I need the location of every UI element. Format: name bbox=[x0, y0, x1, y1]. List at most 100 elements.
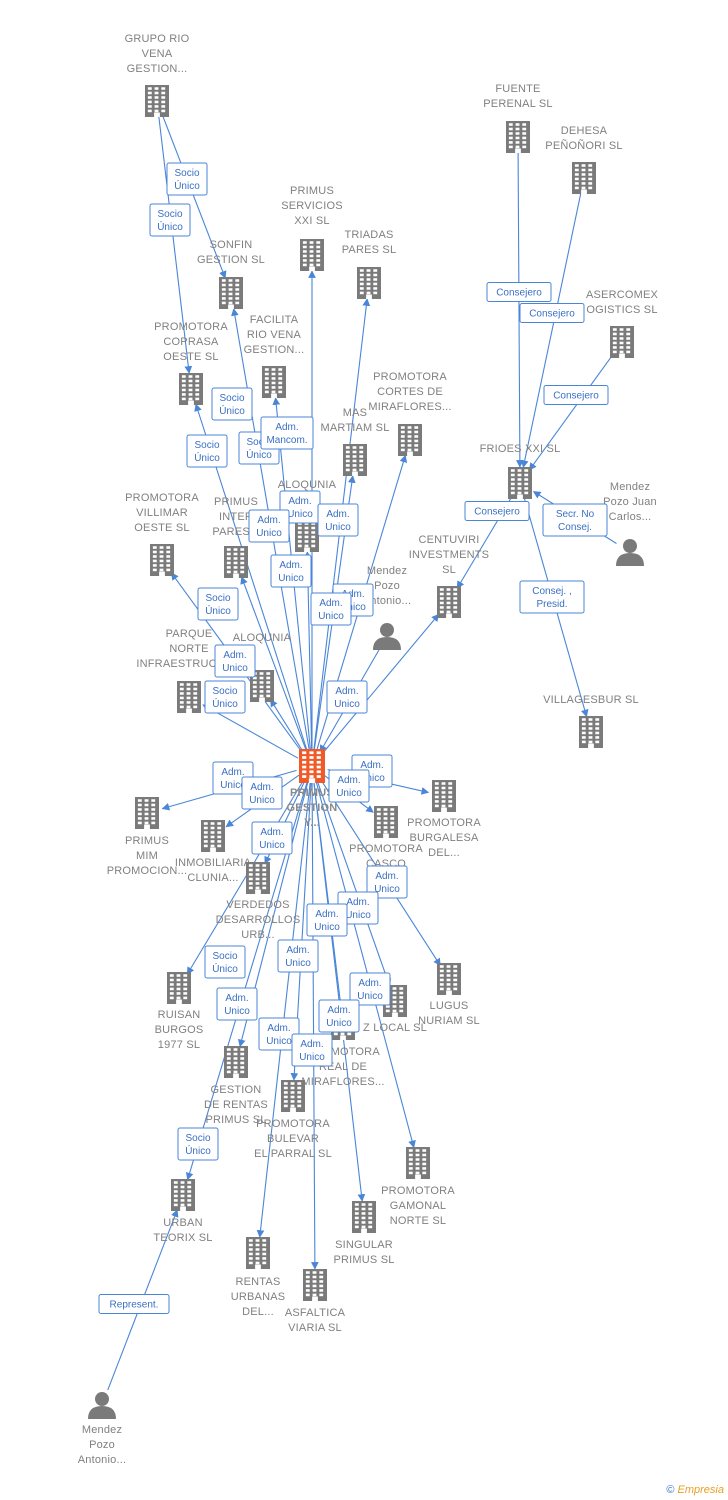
edge-dehesa-frioes bbox=[520, 193, 582, 469]
edge-label-main-centuviri[interactable]: Adm.Unico bbox=[310, 592, 352, 626]
edge-label-main-mas[interactable]: Adm.Mancom. bbox=[260, 416, 314, 450]
node-primint[interactable]: PRIMUSINTERPARES... bbox=[212, 496, 259, 578]
node-burgalesa[interactable]: PROMOTORABURGALESADEL... bbox=[407, 780, 481, 859]
edge-label-mendezmid-main[interactable]: Adm.Unico bbox=[326, 680, 368, 714]
edge-label-main-aloqunia2[interactable]: Adm.Unico bbox=[214, 644, 256, 678]
node-label: ALOQUNIA bbox=[278, 479, 337, 491]
edge-label-main-verdedos[interactable]: Adm.Unico bbox=[251, 821, 293, 855]
edge-label-main-triadas[interactable]: Adm.Unico bbox=[317, 503, 359, 537]
edge-label-main-realmira[interactable]: Adm.Unico bbox=[306, 903, 348, 937]
edge-label-fuente-frioes[interactable]: Consejero bbox=[486, 282, 552, 302]
node-label: Mendez bbox=[367, 565, 407, 577]
edge-label-main-promcasco[interactable]: Adm.Unico bbox=[328, 769, 370, 803]
node-label: PARQUE bbox=[166, 628, 213, 640]
brand-logo[interactable]: Empresia bbox=[677, 1484, 724, 1496]
edge-label-text: Unico bbox=[266, 1036, 292, 1047]
person-icon bbox=[373, 623, 401, 650]
node-grupo[interactable]: GRUPO RIOVENAGESTION... bbox=[125, 33, 190, 117]
edge-label-main-gestrentas[interactable]: Adm.Unico bbox=[216, 987, 258, 1021]
building-icon bbox=[610, 326, 634, 358]
node-verdedos[interactable]: VERDEDOSDESARROLLOSURB... bbox=[216, 862, 301, 941]
edge-label-main-primserv[interactable]: Adm.Unico bbox=[279, 490, 321, 524]
edge-label-main-singular[interactable]: Adm.Unico bbox=[318, 999, 360, 1033]
edge-label-main-aloqunia1[interactable]: Adm.Unico bbox=[270, 554, 312, 588]
node-sonfin[interactable]: SONFIN GESTION SL bbox=[197, 239, 265, 309]
node-mendezmid[interactable]: MendezPozoAntonio... bbox=[363, 565, 411, 650]
node-label: FACILITA bbox=[250, 314, 299, 326]
edge-main-local bbox=[316, 780, 391, 987]
node-label: SL bbox=[442, 564, 456, 576]
edge-label-main-asfaltica[interactable]: Adm.Unico bbox=[291, 1033, 333, 1067]
node-label: ASFALTICA bbox=[285, 1307, 346, 1319]
person-icon bbox=[616, 539, 644, 566]
node-mendezant[interactable]: MendezPozoAntonio... bbox=[78, 1392, 126, 1466]
edge-label-text: Unico bbox=[345, 910, 371, 921]
node-label: PROMOTORA bbox=[256, 1118, 330, 1130]
edge-fuente-frioes bbox=[516, 152, 524, 468]
edge-label-mendezant-urban[interactable]: Represent. bbox=[98, 1294, 170, 1314]
edge-label-text: Adm. bbox=[260, 827, 283, 838]
building-icon bbox=[246, 862, 270, 894]
node-label: DESARROLLOS bbox=[216, 914, 301, 926]
node-label: DE RENTAS bbox=[204, 1099, 268, 1111]
edge-label-frioes-centuviri[interactable]: Consejero bbox=[464, 501, 530, 521]
node-main[interactable]: PRIMUSGESTIONY... bbox=[287, 749, 338, 829]
node-clunia[interactable]: INMOBILIARIACLUNIA... bbox=[175, 820, 252, 884]
edge-label-main-clunia[interactable]: Adm.Unico bbox=[241, 776, 283, 810]
node-label: Pozo Juan bbox=[603, 496, 657, 508]
edge-label-dehesa-frioes[interactable]: Consejero bbox=[519, 303, 585, 323]
node-rentas[interactable]: RENTASURBANASDEL... bbox=[231, 1237, 286, 1318]
node-label: RENTAS bbox=[235, 1276, 280, 1288]
node-label: SONFIN bbox=[210, 239, 253, 251]
edge-label-main-primint[interactable]: Adm.Unico bbox=[248, 509, 290, 543]
edge-label-asercomex-frioes[interactable]: Consejero bbox=[543, 385, 609, 405]
edge-label-text: Único bbox=[246, 448, 272, 461]
edge-label-text: Adm. bbox=[223, 650, 246, 661]
node-primmim[interactable]: PRIMUSMIMPROMOCION... bbox=[107, 797, 188, 877]
edge-label-main-bulevar[interactable]: Adm.Unico bbox=[277, 939, 319, 973]
node-label: GRUPO RIO bbox=[125, 33, 190, 45]
edge-label-text: Socio bbox=[212, 686, 237, 697]
edge-grupo-coprasa bbox=[158, 116, 193, 374]
edge-label-main-gamonal[interactable]: Adm.Unico bbox=[349, 972, 391, 1006]
edge-label-main-lugus[interactable]: Adm.Unico bbox=[366, 865, 408, 899]
node-label: ALOQUNIA bbox=[233, 632, 292, 644]
node-label: PEÑOÑORI SL bbox=[545, 139, 622, 152]
node-aloqunia2[interactable]: ALOQUNIA bbox=[233, 632, 292, 702]
node-label: GESTION SL bbox=[197, 254, 265, 266]
node-frioes[interactable]: FRIOES XXI SL bbox=[480, 443, 561, 499]
node-villagesbur[interactable]: VILLAGESBUR SL bbox=[543, 694, 639, 748]
node-aloqunia1[interactable]: ALOQUNIA bbox=[278, 479, 337, 552]
edge-label-frioes-villagesbur[interactable]: Consej. ,Presid. bbox=[519, 580, 585, 614]
